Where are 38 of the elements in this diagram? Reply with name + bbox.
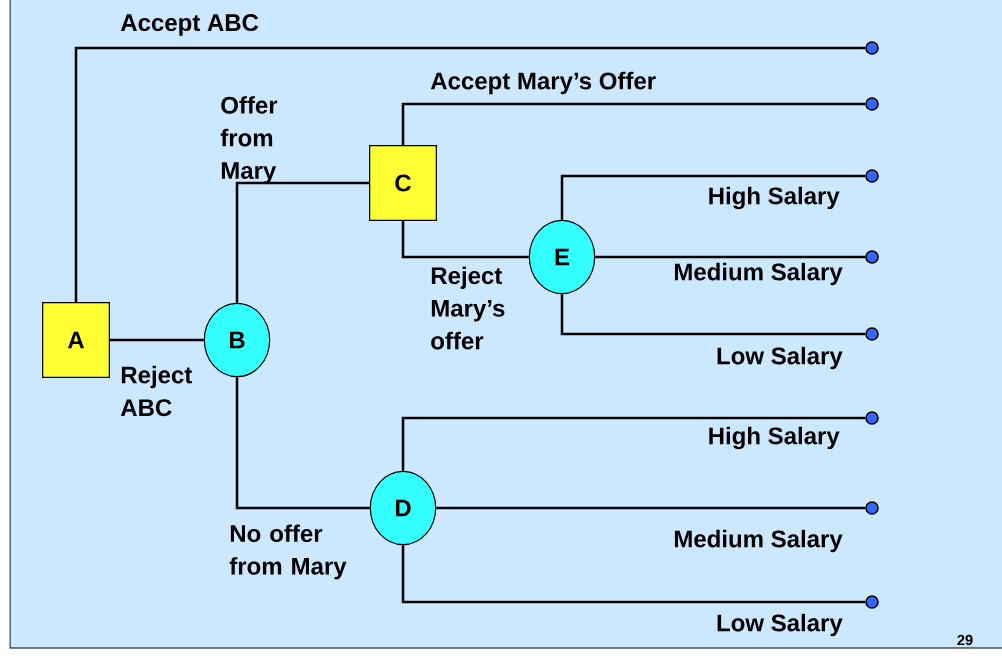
chance-node: E xyxy=(528,219,596,295)
edge-label: Low Salary xyxy=(717,346,843,370)
connector-line xyxy=(401,220,529,259)
connector-line xyxy=(401,545,866,604)
connector-line xyxy=(560,294,866,336)
end-point xyxy=(865,595,879,609)
end-point xyxy=(865,250,879,264)
connector-line xyxy=(109,338,204,342)
edge-label: Offer from Mary xyxy=(220,96,278,184)
edge-label: Medium Salary xyxy=(674,529,843,553)
end-point xyxy=(865,97,879,111)
end-point xyxy=(865,411,879,425)
connector-line xyxy=(235,377,370,510)
edge-label: Medium Salary xyxy=(674,262,843,286)
connector-line xyxy=(401,102,866,146)
decision-box: C xyxy=(369,145,437,221)
end-point xyxy=(865,41,879,55)
chance-node: B xyxy=(203,302,271,378)
connector-line xyxy=(235,181,370,303)
page-number: 29 xyxy=(957,634,973,646)
end-point xyxy=(865,501,879,515)
end-point xyxy=(865,169,879,183)
edge-label: High Salary xyxy=(709,186,840,210)
edge-label: Accept ABC xyxy=(120,14,259,36)
edge-label: Reject Mary’s offer xyxy=(431,266,505,350)
edge-label: Low Salary xyxy=(717,613,843,637)
end-point xyxy=(865,327,879,341)
edge-label: High Salary xyxy=(709,426,840,450)
chance-node: D xyxy=(369,470,437,546)
decision-box: A xyxy=(42,302,110,378)
edge-label: Accept Mary’s Offer xyxy=(430,71,656,95)
edge-label: No offer from Mary xyxy=(229,524,347,580)
connector-line xyxy=(74,46,866,303)
connector-line xyxy=(401,416,866,471)
connector-line xyxy=(560,174,866,220)
connector-line xyxy=(595,255,866,259)
edge-label: Reject ABC xyxy=(120,365,192,417)
connector-line xyxy=(436,506,866,510)
